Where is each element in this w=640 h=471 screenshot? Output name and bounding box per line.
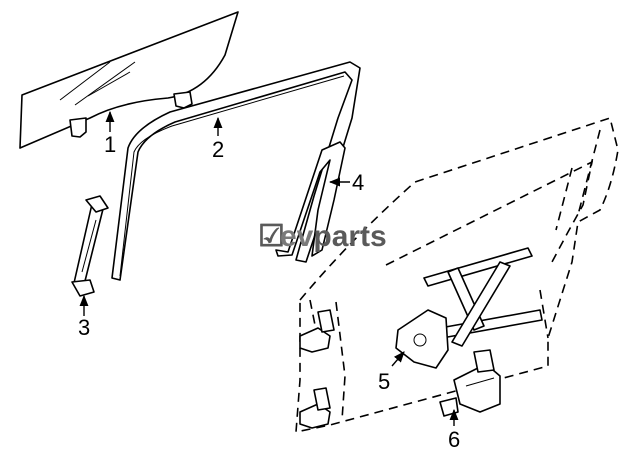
callout-6: 6: [448, 427, 460, 452]
watermark-suffix: parts: [313, 220, 386, 253]
callout-1: 1: [104, 132, 116, 157]
watermark-prefix: ev: [280, 220, 314, 253]
leader-5: [391, 351, 405, 367]
door-hinge-lower: [299, 387, 331, 429]
watermark-evparts: ☑ evparts: [258, 220, 387, 253]
callout-3: 3: [78, 315, 90, 340]
part-4-rear-channel: [275, 141, 346, 257]
part-3-front-sash: [71, 195, 109, 297]
part-1-door-glass: [19, 11, 239, 149]
watermark-mark: ☑: [258, 220, 285, 253]
part-2-run-channel: [111, 61, 361, 281]
door-hinge-upper: [299, 309, 335, 353]
svg-text:evparts: evparts: [280, 220, 387, 253]
leader-lines: [79, 110, 459, 426]
callout-4: 4: [352, 170, 364, 195]
callout-2: 2: [212, 137, 224, 162]
part-5-window-regulator: [395, 247, 543, 369]
callout-5: 5: [378, 369, 390, 394]
part-6-regulator-motor: [439, 349, 501, 417]
